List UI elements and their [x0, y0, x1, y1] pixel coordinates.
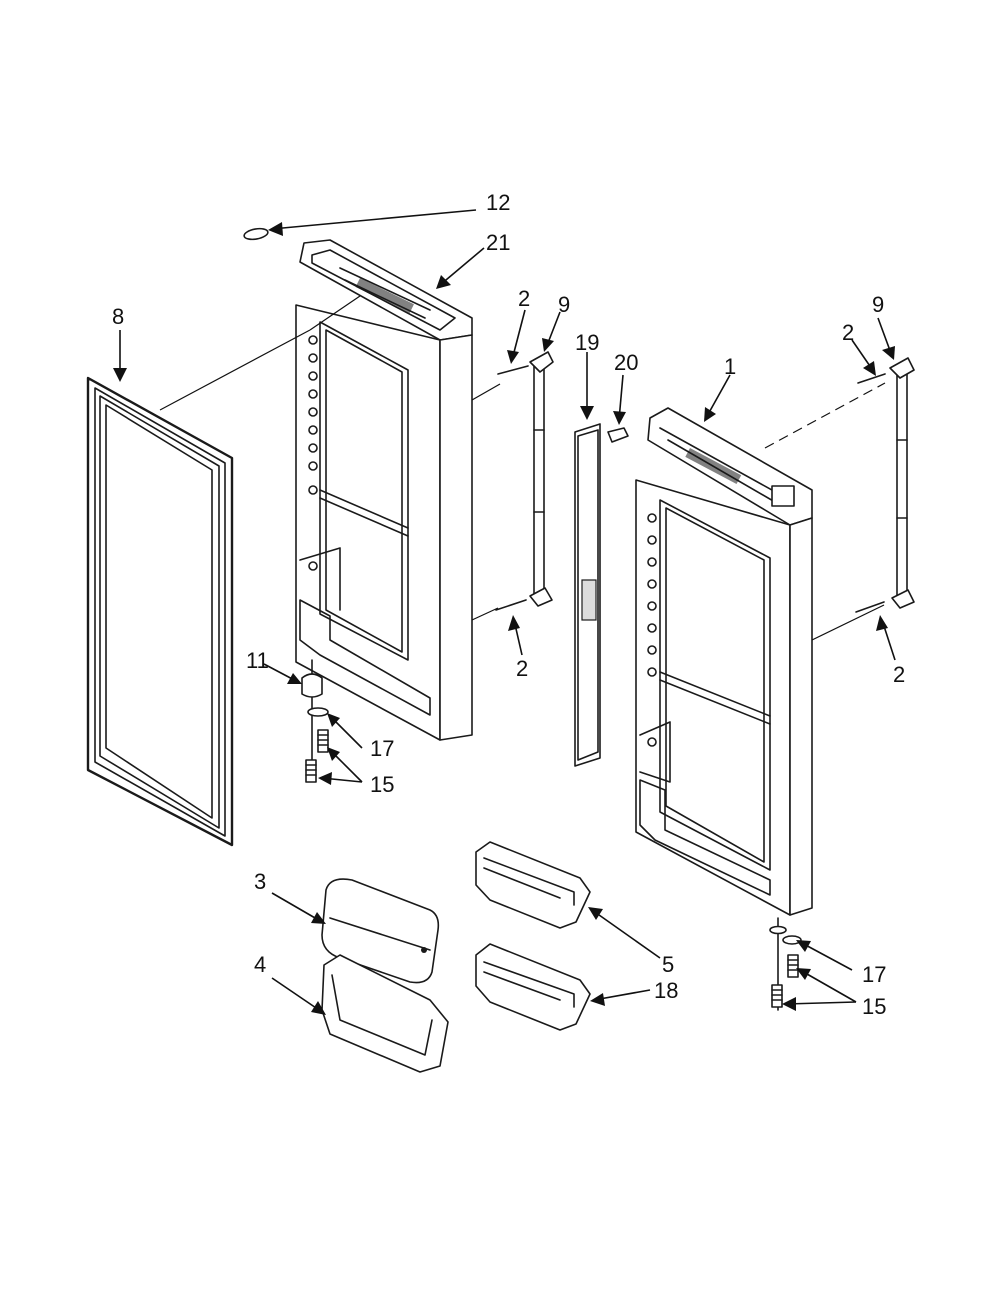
door-bin-upper	[475, 841, 591, 929]
right-bottom-hinge-parts	[769, 917, 802, 1011]
reference-line-gasket-2	[309, 295, 361, 331]
callout-4: 4	[254, 952, 266, 977]
callout-17-right: 17	[862, 962, 886, 987]
dairy-bin	[321, 954, 449, 1073]
callout-3: 3	[254, 869, 266, 894]
callout-21: 21	[486, 230, 510, 255]
callout-19: 19	[575, 330, 599, 355]
reference-line-left-hinge	[471, 383, 501, 401]
callout-labels: 12 21 8 2 9 19 20 1 9 2 2 2 11 17 15 3 4…	[112, 190, 905, 1019]
callout-2-right-bottom: 2	[893, 662, 905, 687]
right-door	[635, 407, 813, 916]
callout-1: 1	[724, 354, 736, 379]
callout-2-right-top: 2	[842, 320, 854, 345]
callout-9-left: 9	[558, 292, 570, 317]
reference-line-right-hinge	[764, 382, 886, 449]
reference-line-right-hinge-bottom	[811, 604, 885, 641]
right-hinge-assembly	[855, 357, 915, 613]
callout-15-right: 15	[862, 994, 886, 1019]
left-hinge-assembly	[495, 351, 554, 611]
top-plug	[243, 227, 269, 241]
callout-18: 18	[654, 978, 678, 1003]
leader-lines	[113, 209, 896, 1015]
left-door	[295, 239, 473, 741]
left-bottom-hinge-parts	[301, 659, 329, 783]
callout-2-left-bottom: 2	[516, 656, 528, 681]
center-mullion	[574, 423, 629, 767]
callout-2-left-top: 2	[518, 286, 530, 311]
reference-line-gasket	[159, 329, 311, 411]
callout-5: 5	[662, 952, 674, 977]
door-bin-lower	[475, 943, 591, 1031]
callout-12: 12	[486, 190, 510, 215]
door-gasket	[86, 376, 234, 847]
callout-8: 8	[112, 304, 124, 329]
callout-9-right: 9	[872, 292, 884, 317]
callout-15-left: 15	[370, 772, 394, 797]
callout-20: 20	[614, 350, 638, 375]
callout-11: 11	[246, 648, 269, 673]
reference-line-left-hinge-bottom	[471, 607, 499, 621]
callout-17-left: 17	[370, 736, 394, 761]
dairy-door	[321, 878, 440, 984]
